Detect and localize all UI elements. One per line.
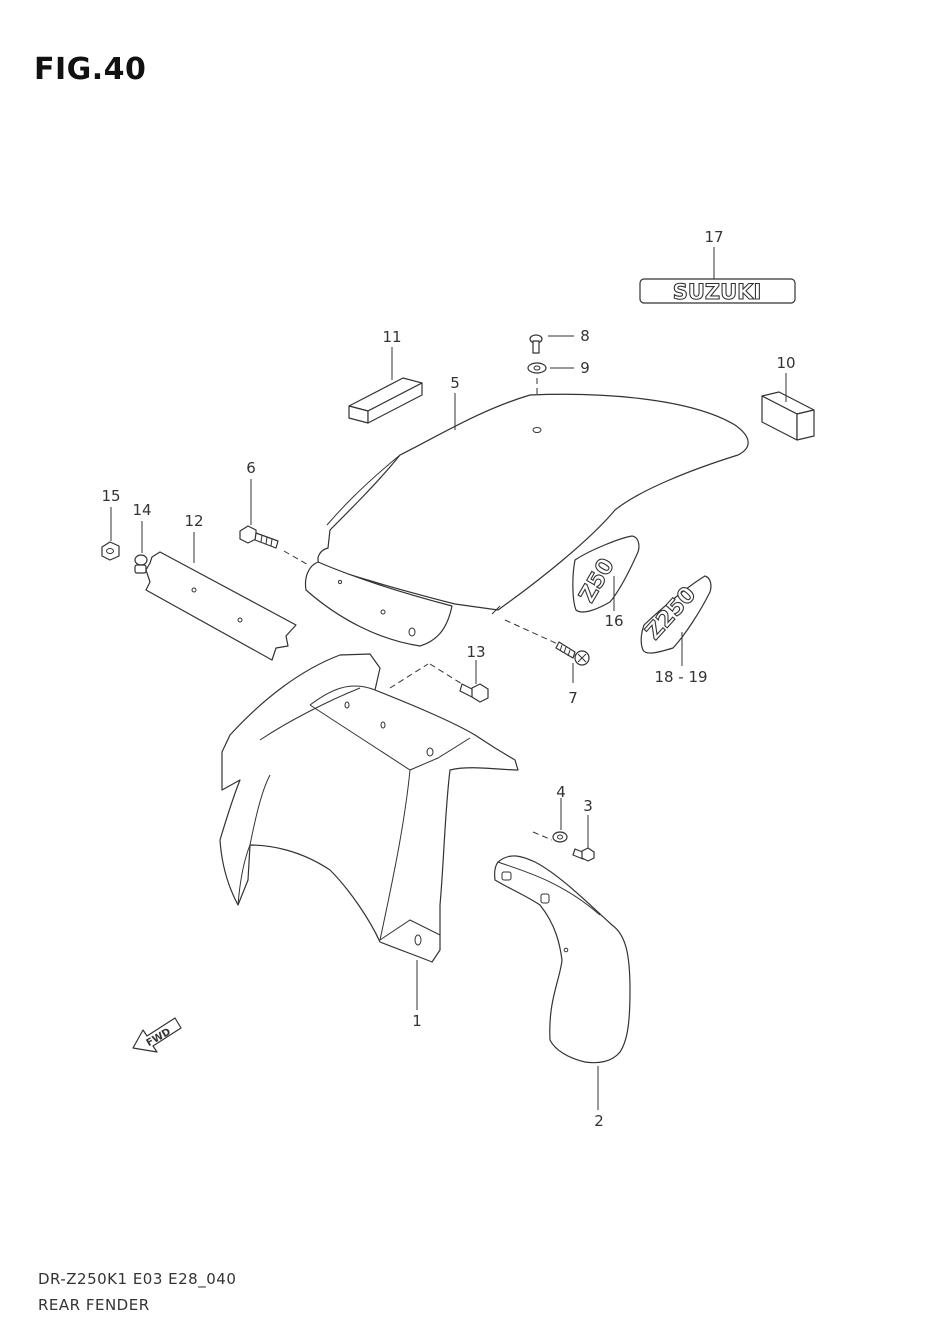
suzuki-emblem-text: SUZUKI: [673, 280, 762, 304]
callout-7: 7: [568, 689, 578, 707]
screw-7: [555, 641, 590, 666]
section-name: REAR FENDER: [38, 1296, 150, 1314]
pad-11: [348, 377, 423, 424]
screw-8: [529, 334, 543, 354]
callout-6: 6: [246, 459, 256, 477]
washer-9: [527, 362, 547, 374]
bolt-13: [459, 683, 489, 703]
callout-17: 17: [704, 228, 723, 246]
plate-12: [145, 551, 297, 661]
callout-2: 2: [594, 1112, 604, 1130]
callout-4: 4: [556, 783, 566, 801]
callout-1: 1: [412, 1012, 422, 1030]
inner-fender-1: [219, 653, 519, 963]
figure-title: FIG.40: [34, 52, 147, 87]
callout-9: 9: [580, 359, 590, 377]
callout-11: 11: [382, 328, 401, 346]
clip-14: [134, 554, 148, 574]
callout-13: 13: [466, 643, 485, 661]
fwd-arrow-icon: FWD: [132, 1017, 182, 1053]
mud-flap-2: [494, 855, 631, 1064]
callout-18-19: 18 - 19: [654, 668, 707, 686]
washer-4: [552, 831, 568, 843]
z50-emblem: Z50: [572, 535, 640, 613]
callout-10: 10: [776, 354, 795, 372]
callout-8: 8: [580, 327, 590, 345]
callout-14: 14: [132, 501, 151, 519]
callout-5: 5: [450, 374, 460, 392]
suzuki-emblem: SUZUKI: [639, 278, 796, 305]
callout-3: 3: [583, 797, 593, 815]
bolt-6: [239, 525, 279, 549]
nut-15: [101, 541, 120, 561]
model-code: DR-Z250K1 E03 E28_040: [38, 1270, 237, 1288]
bolt-3: [572, 847, 595, 862]
pad-10: [761, 391, 815, 441]
rear-fender-5: [304, 393, 749, 647]
callout-12: 12: [184, 512, 203, 530]
callout-16: 16: [604, 612, 623, 630]
z250-emblem: Z250: [640, 575, 712, 654]
callout-15: 15: [101, 487, 120, 505]
